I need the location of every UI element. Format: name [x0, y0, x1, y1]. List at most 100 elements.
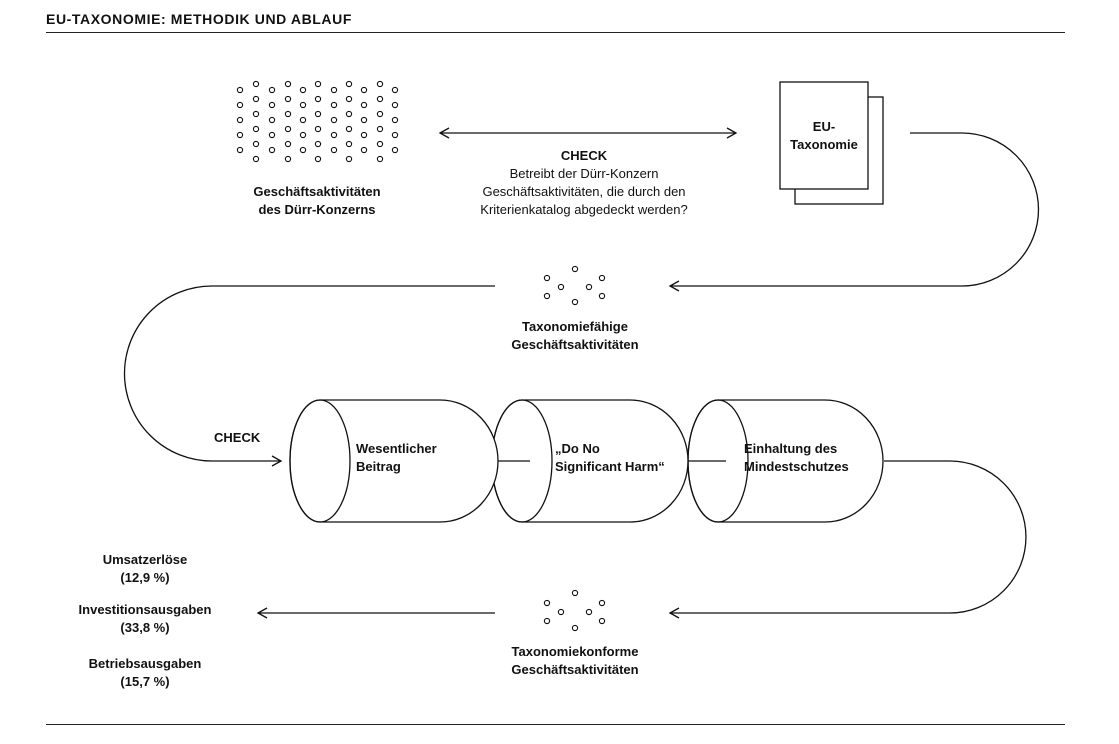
- activity-dot: [284, 140, 292, 148]
- activities-dot-cluster: [236, 80, 399, 163]
- result-opex-value: (15,7 %): [120, 674, 170, 689]
- aligned-dot: [543, 617, 551, 625]
- connector-cylinders-to-aligned: [668, 460, 1027, 619]
- cylinder-1-line1: Wesentlicher: [356, 441, 437, 456]
- activity-dot: [376, 125, 384, 133]
- eligible-dot: [543, 292, 551, 300]
- activity-dot: [284, 125, 292, 133]
- cylinder-3-line1: Einhaltung des: [744, 441, 838, 456]
- eligible-dot-cluster: [543, 265, 606, 306]
- result-revenue-value: (12,9 %): [120, 570, 170, 585]
- aligned-dot: [543, 599, 551, 607]
- eligible-dot: [585, 283, 593, 291]
- eligible-dot: [571, 298, 579, 306]
- activity-dot: [360, 101, 368, 109]
- activity-dot: [345, 140, 353, 148]
- taxonomy-doc-line1: EU-: [812, 119, 836, 134]
- activity-dot: [299, 101, 307, 109]
- activity-dot: [345, 95, 353, 103]
- activity-dot: [236, 101, 244, 109]
- activity-dot: [268, 86, 276, 94]
- top-divider: [46, 32, 1065, 33]
- aligned-dot: [571, 624, 579, 632]
- cylinder-1-line2: Beitrag: [356, 459, 401, 474]
- eligible-label: Taxonomiefähige Geschäftsaktivitäten: [480, 318, 670, 354]
- cylinder-3-line2: Mindestschutzes: [744, 459, 849, 474]
- activity-dot: [236, 131, 244, 139]
- page-title: EU-TAXONOMIE: METHODIK UND ABLAUF: [46, 11, 352, 27]
- activity-dot: [236, 86, 244, 94]
- activity-dot: [268, 116, 276, 124]
- activity-dot: [376, 95, 384, 103]
- eligible-dot: [598, 292, 606, 300]
- aligned-label: Taxonomiekonforme Geschäftsaktivitäten: [480, 643, 670, 679]
- activity-dot: [360, 131, 368, 139]
- cylinder-2-line1: „Do No: [555, 441, 600, 456]
- activity-dot: [330, 131, 338, 139]
- cylinder-label-2: „Do No Significant Harm“: [555, 440, 665, 476]
- activity-dot: [284, 155, 292, 163]
- activity-dot: [314, 125, 322, 133]
- eligible-line2: Geschäftsaktivitäten: [511, 337, 639, 352]
- check-line-3: Kriterienkatalog abgedeckt werden?: [480, 202, 688, 217]
- result-opex: Betriebsausgaben (15,7 %): [50, 655, 240, 691]
- activity-dot: [252, 155, 260, 163]
- activity-dot: [268, 131, 276, 139]
- aligned-dot: [557, 608, 565, 616]
- activity-dot: [376, 140, 384, 148]
- activity-dot: [252, 110, 260, 118]
- activity-dot: [268, 146, 276, 154]
- activity-dot: [391, 146, 399, 154]
- activity-dot: [314, 80, 322, 88]
- activity-dot: [330, 146, 338, 154]
- aligned-line2: Geschäftsaktivitäten: [511, 662, 639, 677]
- result-revenue: Umsatzerlöse (12,9 %): [50, 551, 240, 587]
- cylinder-label-3: Einhaltung des Mindestschutzes: [744, 440, 849, 476]
- aligned-dot: [598, 599, 606, 607]
- aligned-line1: Taxonomiekonforme: [511, 644, 639, 659]
- activity-dot: [252, 95, 260, 103]
- activity-dot: [330, 116, 338, 124]
- activity-dot: [284, 110, 292, 118]
- bottom-divider: [46, 724, 1065, 725]
- eligible-dot: [571, 265, 579, 273]
- activity-dot: [284, 80, 292, 88]
- result-revenue-label: Umsatzerlöse: [102, 552, 188, 567]
- activity-dot: [252, 125, 260, 133]
- source-label-line1: Geschäftsaktivitäten: [253, 184, 381, 199]
- activity-dot: [252, 80, 260, 88]
- cylinder-2-line2: Significant Harm“: [555, 459, 665, 474]
- activity-dot: [360, 86, 368, 94]
- aligned-dot-cluster: [543, 589, 606, 632]
- connector-doc-to-eligible: [668, 132, 1040, 292]
- result-capex-value: (33,8 %): [120, 620, 170, 635]
- activity-dot: [345, 125, 353, 133]
- activity-dot: [345, 110, 353, 118]
- activity-dot: [314, 95, 322, 103]
- result-capex: Investitionsausgaben (33,8 %): [50, 601, 240, 637]
- activity-dot: [314, 110, 322, 118]
- activity-dot: [330, 86, 338, 94]
- activity-dot: [314, 155, 322, 163]
- eligible-line1: Taxonomiefähige: [522, 319, 628, 334]
- aligned-dot: [571, 589, 579, 597]
- activity-dot: [284, 95, 292, 103]
- activity-dot: [360, 116, 368, 124]
- activity-dot: [391, 116, 399, 124]
- connector-eligible-to-check: [123, 285, 495, 467]
- eligible-dot: [543, 274, 551, 282]
- source-label-line2: des Dürr-Konzerns: [258, 202, 376, 217]
- activity-dot: [299, 86, 307, 94]
- activity-dot: [236, 146, 244, 154]
- activity-dot: [360, 146, 368, 154]
- activity-dot: [376, 80, 384, 88]
- activity-dot: [376, 155, 384, 163]
- eligible-dot: [557, 283, 565, 291]
- cylinder-mindestschutz: [687, 399, 884, 523]
- activity-dot: [330, 101, 338, 109]
- result-capex-label: Investitionsausgaben: [78, 602, 212, 617]
- activity-dot: [268, 101, 276, 109]
- check-title-top: CHECK: [560, 148, 608, 163]
- activity-dot: [299, 146, 307, 154]
